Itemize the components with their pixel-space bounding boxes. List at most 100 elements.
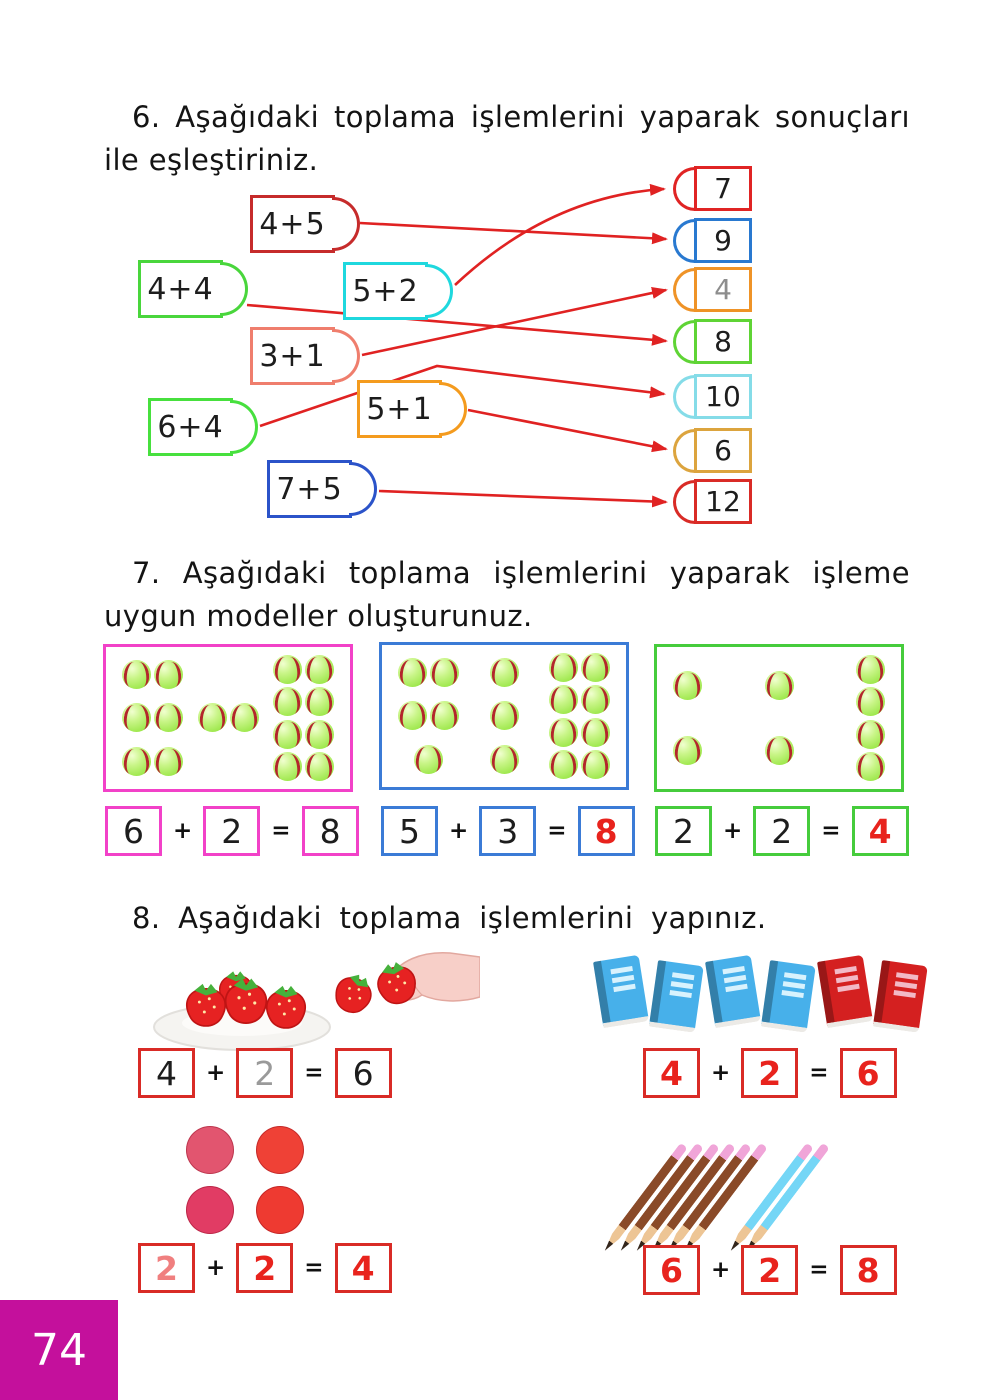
blue-book-icon bbox=[760, 960, 816, 1033]
model-box bbox=[379, 642, 629, 790]
equation-box-result: 6 bbox=[839, 1048, 897, 1098]
baseball-icon bbox=[489, 658, 519, 688]
equals-sign: = bbox=[821, 818, 841, 844]
baseball-icon bbox=[273, 719, 302, 749]
equals-sign: = bbox=[809, 1257, 829, 1283]
card-bulge bbox=[349, 462, 377, 516]
equation-box-b: 2 bbox=[203, 806, 261, 856]
baseball-icon bbox=[764, 736, 794, 765]
problem-label: 4+4 bbox=[147, 271, 214, 307]
ball-group bbox=[398, 651, 459, 781]
baseball-icon bbox=[154, 746, 183, 776]
model-1 bbox=[103, 644, 353, 792]
answer-card-2: 4 bbox=[673, 267, 752, 312]
match-line-7plus5-to-12 bbox=[378, 489, 668, 508]
match-line-5plus2-to-7 bbox=[454, 183, 666, 286]
baseball-icon bbox=[856, 719, 885, 749]
page-number: 74 bbox=[31, 1324, 87, 1376]
plus-sign: + bbox=[206, 1060, 226, 1086]
answer-card-5: 6 bbox=[673, 428, 752, 473]
baseball-icon bbox=[581, 750, 610, 780]
ball-group bbox=[197, 653, 259, 783]
page-number-tab: 74 bbox=[0, 1300, 118, 1400]
card-bulge bbox=[439, 382, 467, 436]
problem-label: 5+2 bbox=[352, 273, 419, 309]
model-1-equation: 6 + 2 = 8 bbox=[105, 806, 359, 856]
model-2 bbox=[379, 642, 629, 790]
books-equation: 4 + 2 = 6 bbox=[643, 1048, 897, 1098]
equation-box-result: 6 bbox=[334, 1048, 392, 1098]
model-box bbox=[103, 644, 353, 792]
equation-a: 2 bbox=[155, 1248, 178, 1288]
equation-a: 6 bbox=[123, 811, 144, 851]
model-3 bbox=[654, 644, 904, 792]
equals-sign: = bbox=[809, 1060, 829, 1086]
baseball-icon bbox=[430, 658, 459, 688]
answer-card-4: 10 bbox=[673, 374, 752, 419]
exercise7-title-line2: uygun modeller oluşturunuz. bbox=[104, 599, 533, 633]
equation-b: 3 bbox=[497, 811, 519, 851]
equation-result: 4 bbox=[868, 811, 892, 851]
blue-book-icon bbox=[705, 954, 761, 1029]
equation-result: 8 bbox=[856, 1250, 880, 1290]
baseball-icon bbox=[764, 671, 794, 700]
baseball-icon bbox=[856, 752, 885, 782]
equation-b: 2 bbox=[758, 1250, 782, 1290]
model-2-equation: 5 + 3 = 8 bbox=[381, 806, 635, 856]
problem-card-4: 6+4 bbox=[148, 398, 258, 456]
baseball-icon bbox=[549, 652, 578, 682]
baseball-icon bbox=[122, 746, 151, 776]
baseball-icon bbox=[856, 687, 885, 717]
baseball-icon bbox=[305, 687, 334, 717]
baseball-icon bbox=[122, 703, 151, 733]
problem-label: 6+4 bbox=[157, 409, 224, 445]
equation-result: 8 bbox=[594, 811, 618, 851]
card-bulge bbox=[332, 329, 360, 383]
baseball-icon bbox=[154, 703, 183, 733]
equation-a: 4 bbox=[156, 1053, 177, 1093]
problem-card-0: 4+5 bbox=[250, 195, 360, 253]
model-box bbox=[654, 644, 904, 792]
problem-label: 5+1 bbox=[366, 391, 433, 427]
baseball-icon bbox=[549, 685, 578, 715]
blue-book-icon bbox=[648, 960, 704, 1033]
exercise6-title-line1: 6. Aşağıdaki toplama işlemlerini yaparak… bbox=[132, 100, 910, 134]
exercise6-title: 6. Aşağıdaki toplama işlemlerini yaparak… bbox=[104, 100, 910, 177]
equation-box-a: 4 bbox=[643, 1048, 700, 1098]
equation-result: 4 bbox=[351, 1248, 375, 1288]
exercise8-title-text: 8. Aşağıdaki toplama işlemlerini yapınız… bbox=[132, 901, 767, 935]
card-bulge bbox=[673, 479, 698, 524]
baseball-icon bbox=[581, 717, 610, 747]
problem-label: 3+1 bbox=[259, 338, 326, 374]
answer-label: 4 bbox=[714, 273, 732, 306]
equation-box-a: 6 bbox=[643, 1245, 700, 1295]
ball-group bbox=[273, 653, 334, 783]
blue-book-icon bbox=[593, 954, 649, 1029]
equation-box-b: 3 bbox=[479, 806, 537, 856]
equation-a: 4 bbox=[660, 1053, 683, 1093]
ball-group bbox=[122, 653, 183, 783]
equation-box-b: 2 bbox=[741, 1245, 799, 1295]
equation-result: 6 bbox=[352, 1053, 374, 1093]
red-circle-icon bbox=[256, 1126, 304, 1174]
equation-box-b: 2 bbox=[236, 1243, 294, 1293]
baseball-icon bbox=[305, 654, 334, 684]
red-circle-icon bbox=[186, 1186, 234, 1234]
baseball-icon bbox=[154, 660, 183, 690]
answer-label: 7 bbox=[714, 172, 732, 205]
problem-label: 4+5 bbox=[259, 206, 326, 242]
answer-label: 9 bbox=[714, 224, 732, 257]
problem-card-3: 3+1 bbox=[250, 327, 360, 385]
equation-box-result: 8 bbox=[839, 1245, 897, 1295]
match-line-4plus5-to-9 bbox=[359, 221, 668, 245]
match-line-5plus1-to-6 bbox=[467, 408, 668, 453]
baseball-icon bbox=[673, 671, 702, 700]
problem-card-6: 7+5 bbox=[267, 460, 377, 518]
equation-b: 2 bbox=[771, 811, 793, 851]
baseball-icon bbox=[549, 717, 578, 747]
equation-box-result: 4 bbox=[334, 1243, 392, 1293]
red-circle-icon bbox=[256, 1186, 304, 1234]
red-book-icon bbox=[872, 960, 928, 1033]
strawberries-plate-and-hand-image bbox=[153, 952, 480, 1051]
answer-card-1: 9 bbox=[673, 218, 752, 263]
